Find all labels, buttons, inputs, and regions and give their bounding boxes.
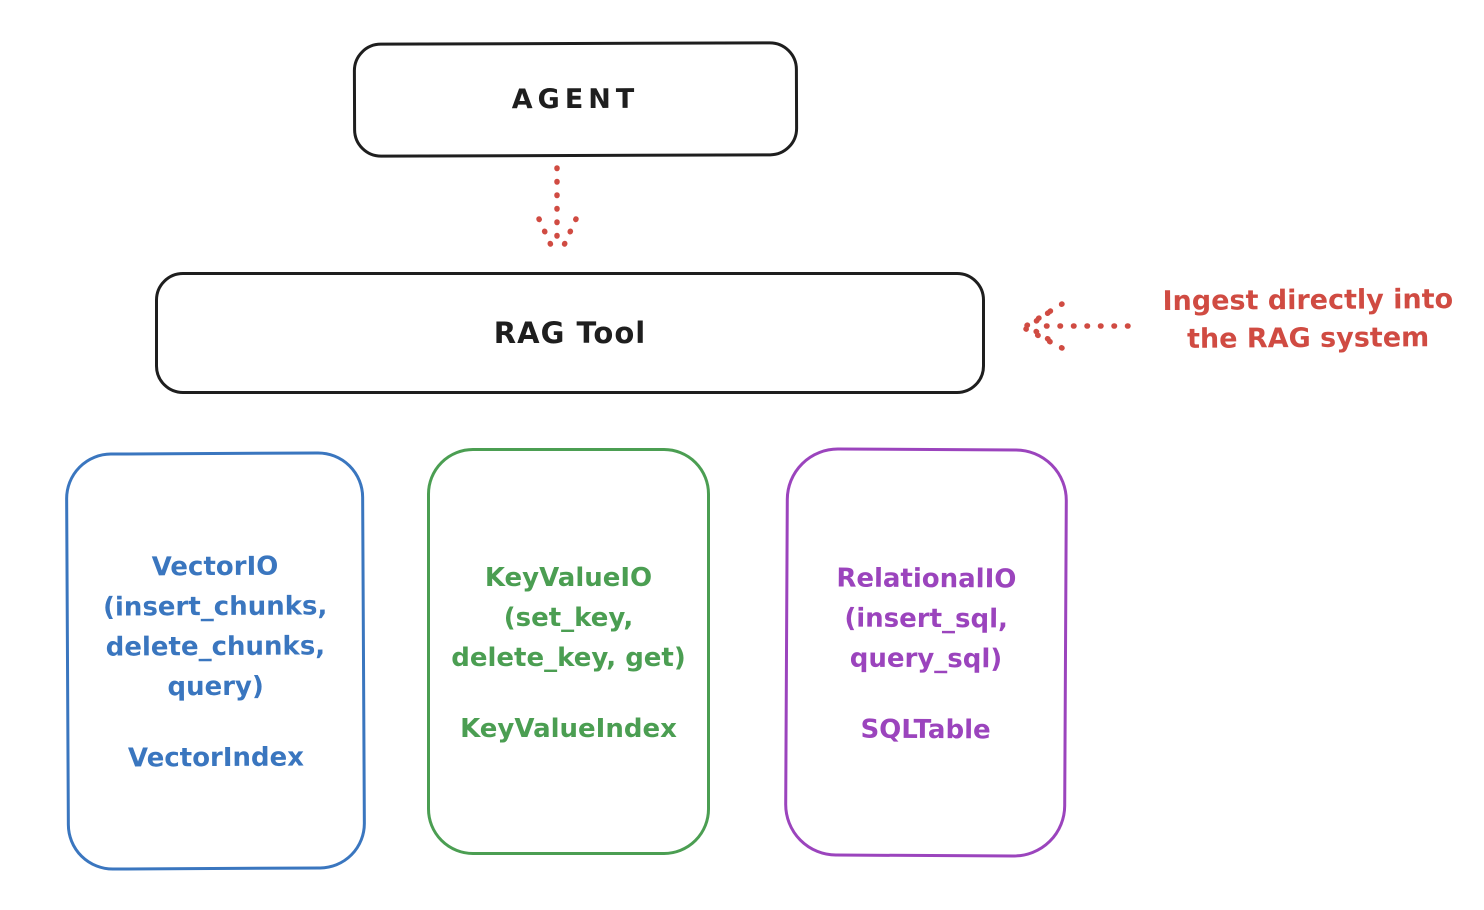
relational-io-box: RelationalIO (insert_sql, query_sql) SQLTa… <box>783 447 1069 858</box>
vector-io-index-label: VectorIndex <box>127 742 305 774</box>
text-line: query_sql) <box>849 643 1003 674</box>
rag-tool-box: RAG Tool <box>155 272 985 394</box>
agent-to-rag-arrow <box>536 165 579 257</box>
text-line: VectorIO <box>151 551 279 583</box>
annotation-text: Ingest directly into the RAG system <box>1138 281 1479 359</box>
text-line: (set_key, <box>503 602 634 633</box>
rag-tool-box-label: RAG Tool <box>493 316 647 350</box>
text-line: (insert_sql, <box>844 603 1009 634</box>
relational-io-index-label: SQLTable <box>860 714 991 745</box>
keyvalue-io-index-label: KeyValueIndex <box>460 713 677 744</box>
annotation-line-1: Ingest directly into <box>1162 283 1454 318</box>
text-line: (insert_chunks, <box>103 591 328 623</box>
annotation-line-2: the RAG system <box>1186 322 1430 355</box>
vector-io-box: VectorIO (insert_chunks, delete_chunks,que… <box>64 451 367 871</box>
text-line: delete_key, get) <box>451 642 686 673</box>
text-line: RelationalIO <box>836 563 1017 594</box>
keyvalue-io-box: KeyValueIO (set_key, delete_key, get) KeyV… <box>427 448 710 855</box>
keyvalue-io-methods: KeyValueIO (set_key, delete_key, get) <box>451 558 686 678</box>
annotation-arrow <box>1023 301 1131 351</box>
text-line: delete_chunks, <box>105 631 326 663</box>
relational-io-methods: RelationalIO (insert_sql, query_sql) <box>836 558 1017 679</box>
agent-box-label: AGENT <box>511 83 640 116</box>
agent-box: AGENT <box>352 41 799 158</box>
vector-io-methods: VectorIO (insert_chunks, delete_chunks,que… <box>103 546 328 707</box>
text-line: KeyValueIO <box>484 562 653 593</box>
text-line: query) <box>167 671 264 703</box>
